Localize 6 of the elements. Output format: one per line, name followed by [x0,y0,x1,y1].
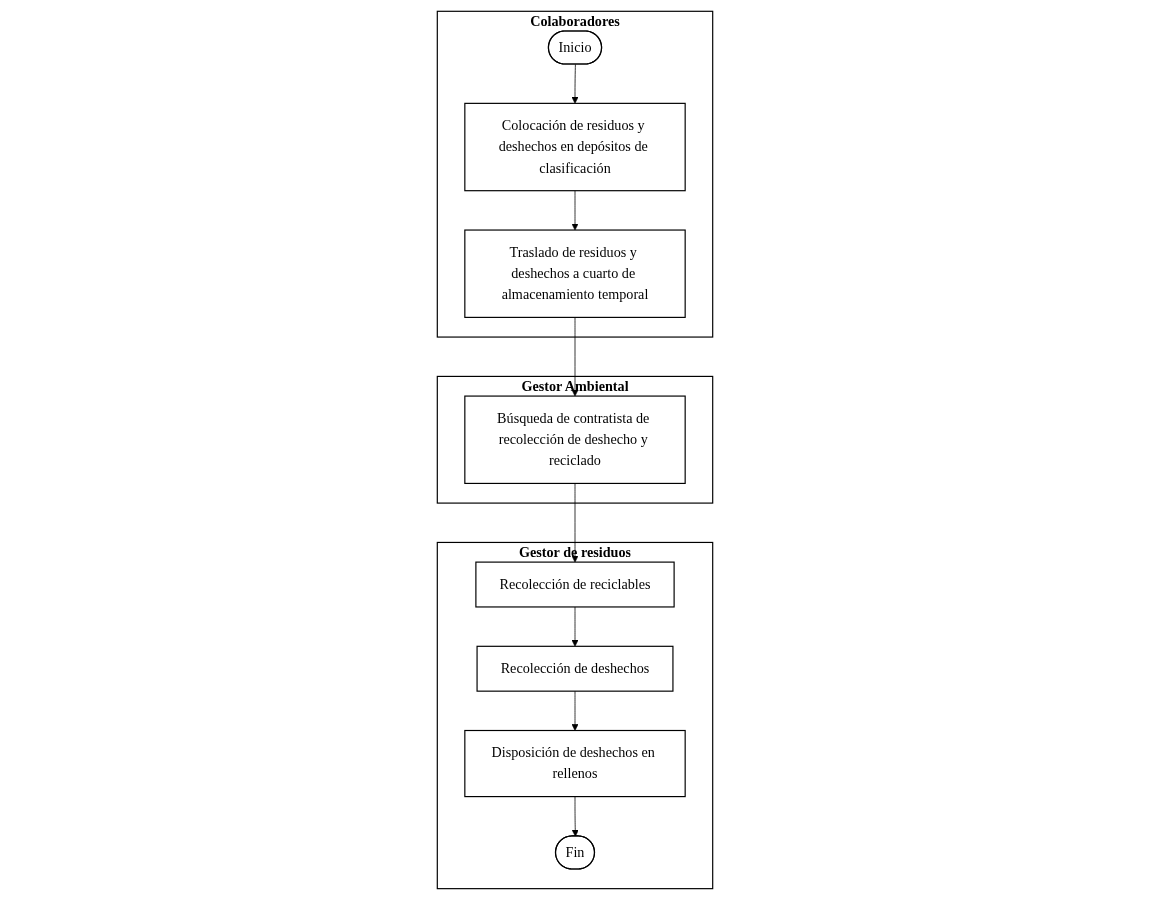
node-box: Búsqueda de contratista de recolección de deshecho y reciclado [463,395,686,484]
node-box: Recolección de deshechos [476,645,673,692]
node-box: Traslado de residuos y deshechos a cuarto de almacenamiento temporal [463,228,686,318]
node-box: Disposición de deshechos en rellenos [463,729,686,797]
node-box: Recolección de reciclables [474,561,675,608]
node-box: Colocación de residuos y deshechos en depósitos de clasificación [463,102,686,191]
